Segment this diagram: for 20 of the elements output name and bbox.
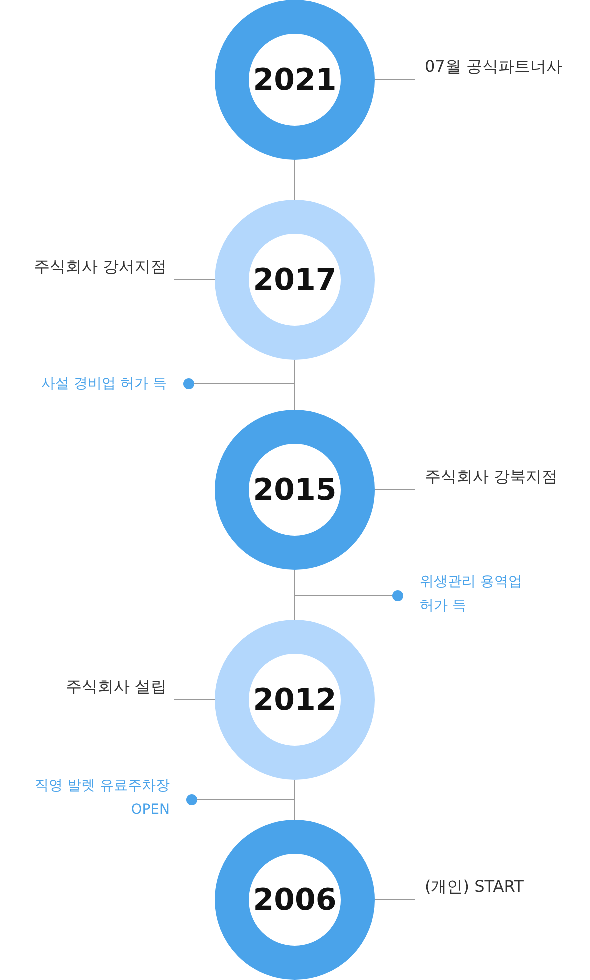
- timeline-line: [294, 360, 296, 410]
- event-text: 주식회사 강서지점: [7, 254, 167, 280]
- milestone-note: 위생관리 용역업 허가 득: [420, 570, 550, 618]
- dot-leader-line: [294, 590, 404, 602]
- year-label: 2006: [253, 882, 337, 918]
- event-text: 주식회사 강북지점: [425, 464, 585, 490]
- dot-leader-line: [186, 794, 296, 806]
- timeline-line: [294, 570, 296, 620]
- event-text: (개인) START: [425, 874, 585, 900]
- milestone-note: 사설 경비업 허가 득: [7, 372, 167, 396]
- year-label: 2012: [253, 682, 337, 718]
- milestone-note: 직영 발렛 유료주차장 OPEN: [20, 774, 170, 822]
- timeline-line: [294, 160, 296, 200]
- year-label: 2021: [253, 62, 337, 98]
- year-label: 2015: [253, 472, 337, 508]
- dot-leader-line: [184, 378, 296, 390]
- event-text: 07월 공식파트너사: [425, 54, 585, 80]
- event-text: 주식회사 설립: [7, 674, 167, 700]
- year-label: 2017: [253, 262, 337, 298]
- timeline-line: [294, 780, 296, 820]
